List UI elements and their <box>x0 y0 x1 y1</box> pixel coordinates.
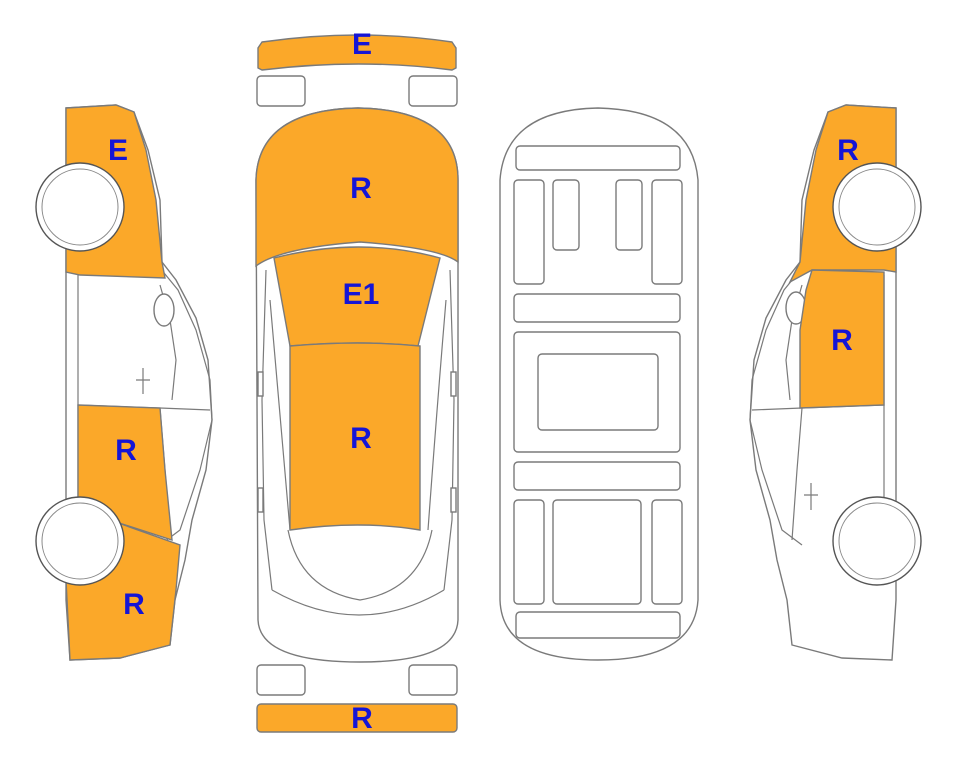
front-left-light <box>256 75 306 107</box>
left-side-view: E R R <box>35 104 213 661</box>
label-windshield: E1 <box>343 278 380 311</box>
left-front-wheel <box>35 162 125 252</box>
rear-right-light <box>408 664 458 696</box>
rear-left-light <box>256 664 306 696</box>
label-left-rear-quarter: R <box>123 588 145 621</box>
right-side-view: R R <box>749 104 922 661</box>
right-front-door-panel <box>799 269 885 409</box>
top-view: E R E1 R R <box>255 28 459 735</box>
right-rear-wheel <box>832 496 922 586</box>
label-rear-bumper: R <box>351 702 373 735</box>
rear-bumper-panel <box>256 703 458 733</box>
hood-panel <box>255 107 459 268</box>
label-left-rear-door: R <box>115 434 137 467</box>
label-left-front-fender: E <box>108 134 128 167</box>
front-bumper-panel <box>257 34 457 71</box>
label-right-front-fender: R <box>837 134 859 167</box>
label-right-front-door: R <box>831 324 853 357</box>
right-front-wheel <box>832 162 922 252</box>
label-roof: R <box>350 422 372 455</box>
left-rear-wheel <box>35 496 125 586</box>
roof-panel <box>289 342 421 531</box>
underside-view <box>499 107 699 661</box>
label-hood: R <box>350 172 372 205</box>
front-right-light <box>408 75 458 107</box>
label-front-bumper: E <box>352 28 372 61</box>
